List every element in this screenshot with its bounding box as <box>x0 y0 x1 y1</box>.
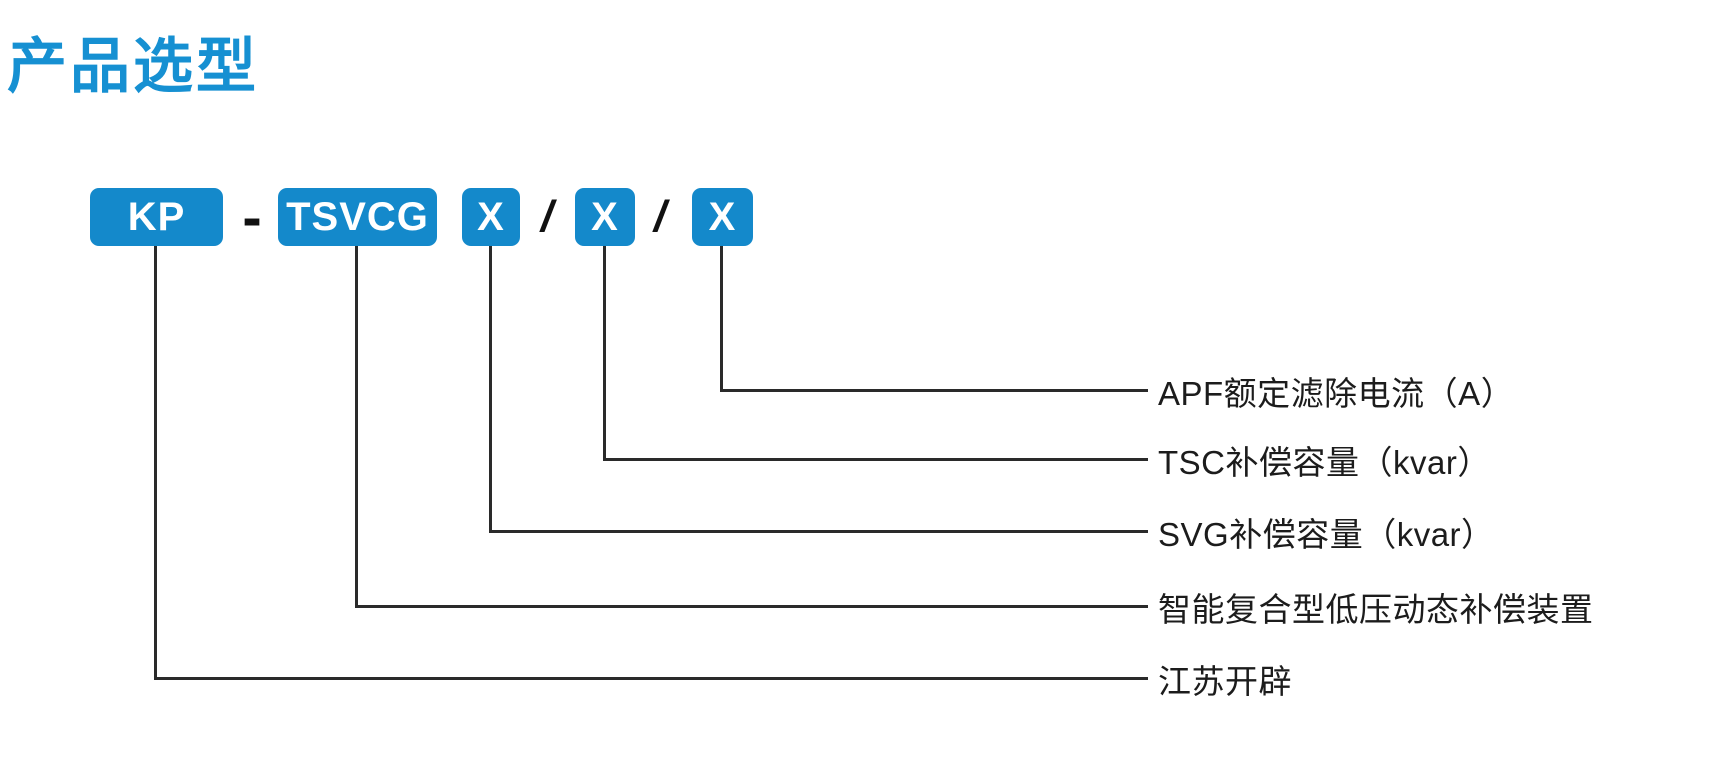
connector-apf-horizontal <box>720 389 1148 392</box>
connector-svg-horizontal <box>489 530 1148 533</box>
dash-separator: - <box>242 184 262 250</box>
legend-label-brand: 江苏开辟 <box>1158 663 1292 700</box>
model-box-x-tsc: X <box>575 188 635 246</box>
model-box-x-svg: X <box>462 188 520 246</box>
connector-svg-vertical <box>489 246 492 533</box>
connector-tsc-vertical <box>603 246 606 461</box>
connector-tsc-horizontal <box>603 458 1148 461</box>
connector-tsvcg-vertical <box>355 246 358 608</box>
legend-label-tsc-capacity: TSC补偿容量（kvar） <box>1158 444 1491 481</box>
slash-separator-2: / <box>653 192 667 241</box>
model-box-tsvcg: TSVCG <box>278 188 437 246</box>
legend-label-device-type: 智能复合型低压动态补偿装置 <box>1158 591 1594 628</box>
connector-device-horizontal <box>355 605 1148 608</box>
page-title: 产品选型 <box>7 33 259 100</box>
connector-brand-horizontal <box>154 677 1148 680</box>
model-box-x-apf: X <box>692 188 753 246</box>
legend-label-svg-capacity: SVG补偿容量（kvar） <box>1158 516 1495 553</box>
slash-separator-1: / <box>540 192 554 241</box>
connector-apf-vertical <box>720 246 723 392</box>
model-box-kp: KP <box>90 188 223 246</box>
connector-kp-vertical <box>154 246 157 680</box>
legend-label-apf-rated-filter-current: APF额定滤除电流（A） <box>1158 375 1515 412</box>
